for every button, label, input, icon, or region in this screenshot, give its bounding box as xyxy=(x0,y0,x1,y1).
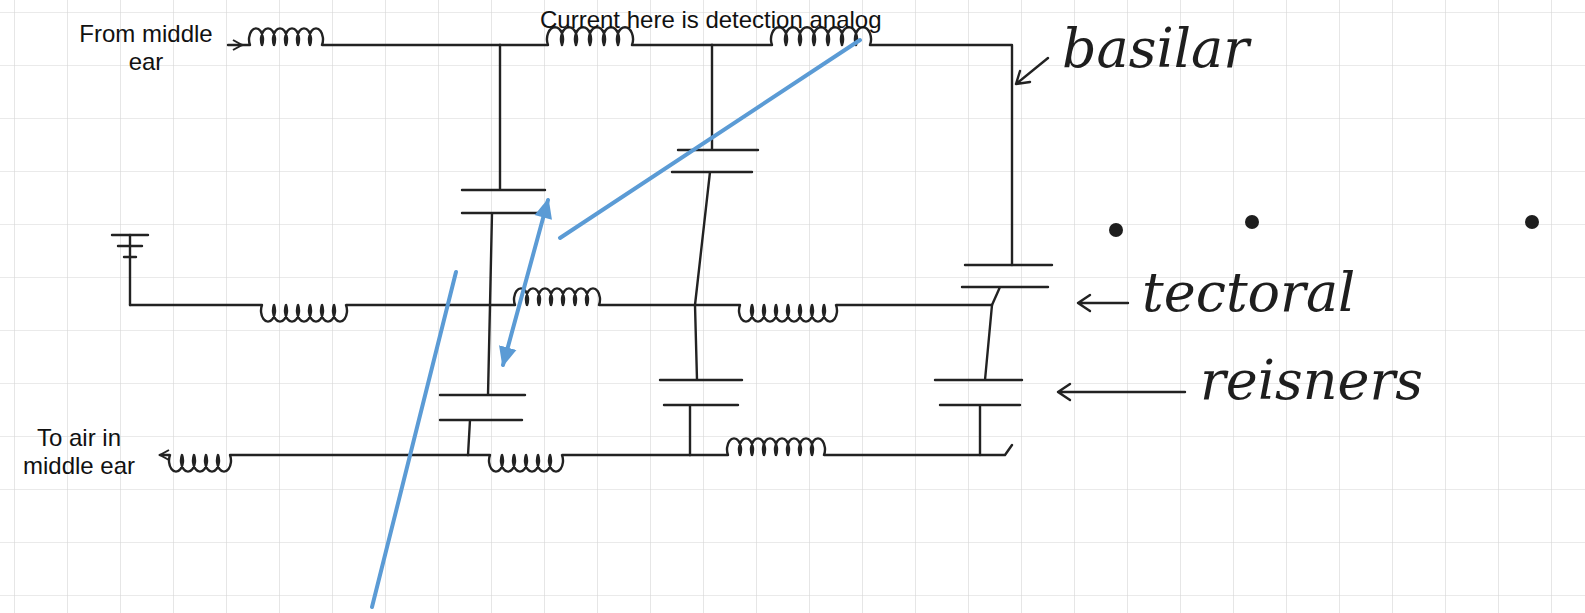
inductor-symbol xyxy=(130,305,490,322)
inductor-symbol xyxy=(712,27,1012,265)
capacitor-symbol xyxy=(660,305,742,455)
inductor-symbol xyxy=(695,305,992,322)
annotation-note: Current here is detection analog xyxy=(540,6,882,34)
output-label: To air in middle ear xyxy=(14,424,144,479)
leader-line xyxy=(372,272,456,607)
pointer-arrow xyxy=(1078,295,1128,311)
ink-dot xyxy=(1245,215,1259,229)
membrane-label: reisners xyxy=(1200,350,1423,412)
inductor-symbol xyxy=(468,455,690,472)
capacitor-symbol xyxy=(962,265,1052,305)
capacitor-symbol xyxy=(672,45,758,305)
inductor-symbol xyxy=(690,438,1012,455)
pointer-arrow xyxy=(1058,384,1185,400)
capacitor-symbol xyxy=(462,45,545,305)
current-double-arrow xyxy=(503,200,548,365)
capacitor-symbol xyxy=(935,305,1022,455)
leader-line xyxy=(560,40,860,238)
pointer-arrow xyxy=(1016,58,1048,84)
ground-symbol xyxy=(112,235,148,257)
input-wire xyxy=(228,44,242,46)
ink-dot xyxy=(1525,215,1539,229)
inductor-symbol xyxy=(242,28,500,45)
input-label: From middle ear xyxy=(66,20,226,75)
membrane-label: tectoral xyxy=(1142,262,1355,324)
ink-dot xyxy=(1109,223,1123,237)
inductor-symbol xyxy=(160,455,468,472)
membrane-label: basilar xyxy=(1062,18,1249,80)
